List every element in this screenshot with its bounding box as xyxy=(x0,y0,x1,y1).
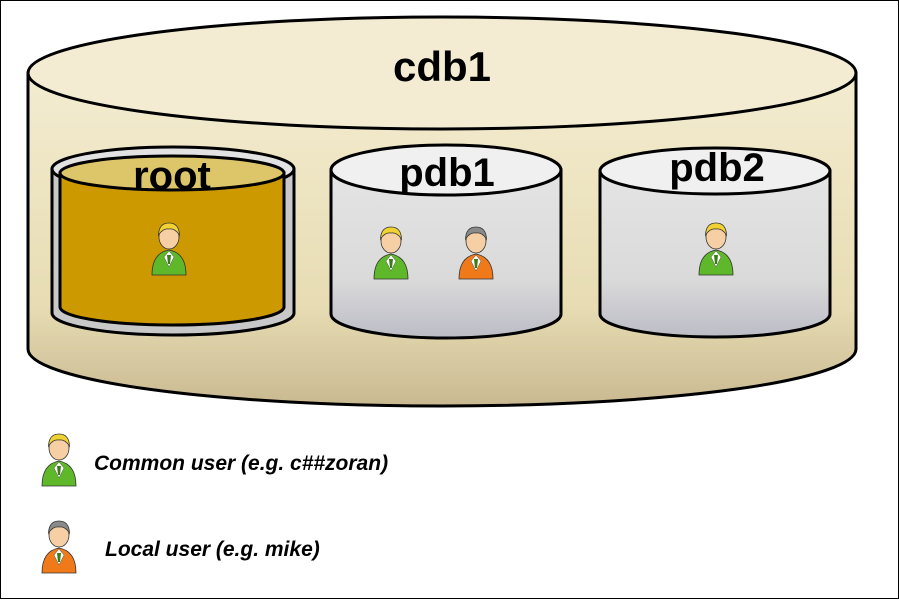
legend-local-user: Local user (e.g. mike) xyxy=(41,520,320,574)
pdb1-label: pdb1 xyxy=(399,151,495,195)
legend: Common user (e.g. c##zoran) Local user (… xyxy=(41,433,388,574)
legend-local-user-text: Local user (e.g. mike) xyxy=(105,538,320,561)
root-label: root xyxy=(133,154,211,198)
root-container: root xyxy=(50,145,296,337)
cdb-label: cdb1 xyxy=(393,43,491,90)
pdb1-container: pdb1 xyxy=(329,143,563,340)
local-user-icon xyxy=(41,520,77,574)
pdb2-label: pdb2 xyxy=(669,146,765,190)
legend-common-user: Common user (e.g. c##zoran) xyxy=(41,433,388,487)
legend-common-user-text: Common user (e.g. c##zoran) xyxy=(94,452,388,475)
common-user-icon xyxy=(41,433,77,487)
pdb2-container: pdb2 xyxy=(598,146,832,339)
